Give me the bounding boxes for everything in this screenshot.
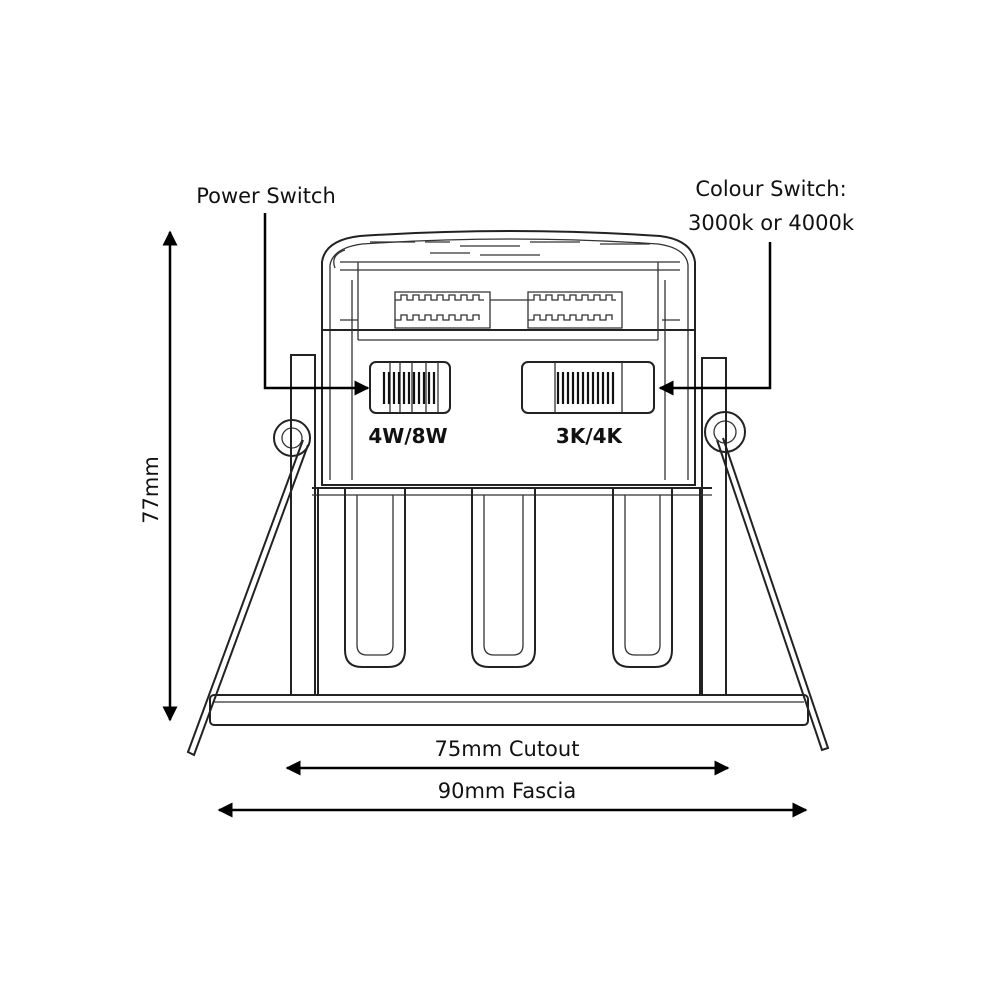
cutout-dimension-label: 75mm Cutout [435,737,580,761]
colour-switch-marking: 3K/4K [556,424,624,448]
heatsink-frame [312,487,712,695]
power-switch-leader-arrow [263,213,370,396]
power-switch[interactable] [369,361,451,414]
post-right [701,357,727,696]
spring-clip-right [704,411,830,752]
colour-switch-label-line2: 3000k or 4000k [688,211,855,235]
driver-box [321,230,696,486]
power-switch-marking: 4W/8W [368,424,447,448]
colour-switch[interactable] [521,361,655,414]
height-dimension-label: 77mm [139,456,163,524]
heatsink-fins [344,488,673,668]
colour-switch-label-line1: Colour Switch: [695,177,846,201]
fascia-dimension-label: 90mm Fascia [438,779,577,803]
fascia-ring [209,694,809,726]
post-left [290,354,316,696]
power-switch-label: Power Switch [196,184,336,208]
colour-switch-leader-arrow [658,242,772,396]
